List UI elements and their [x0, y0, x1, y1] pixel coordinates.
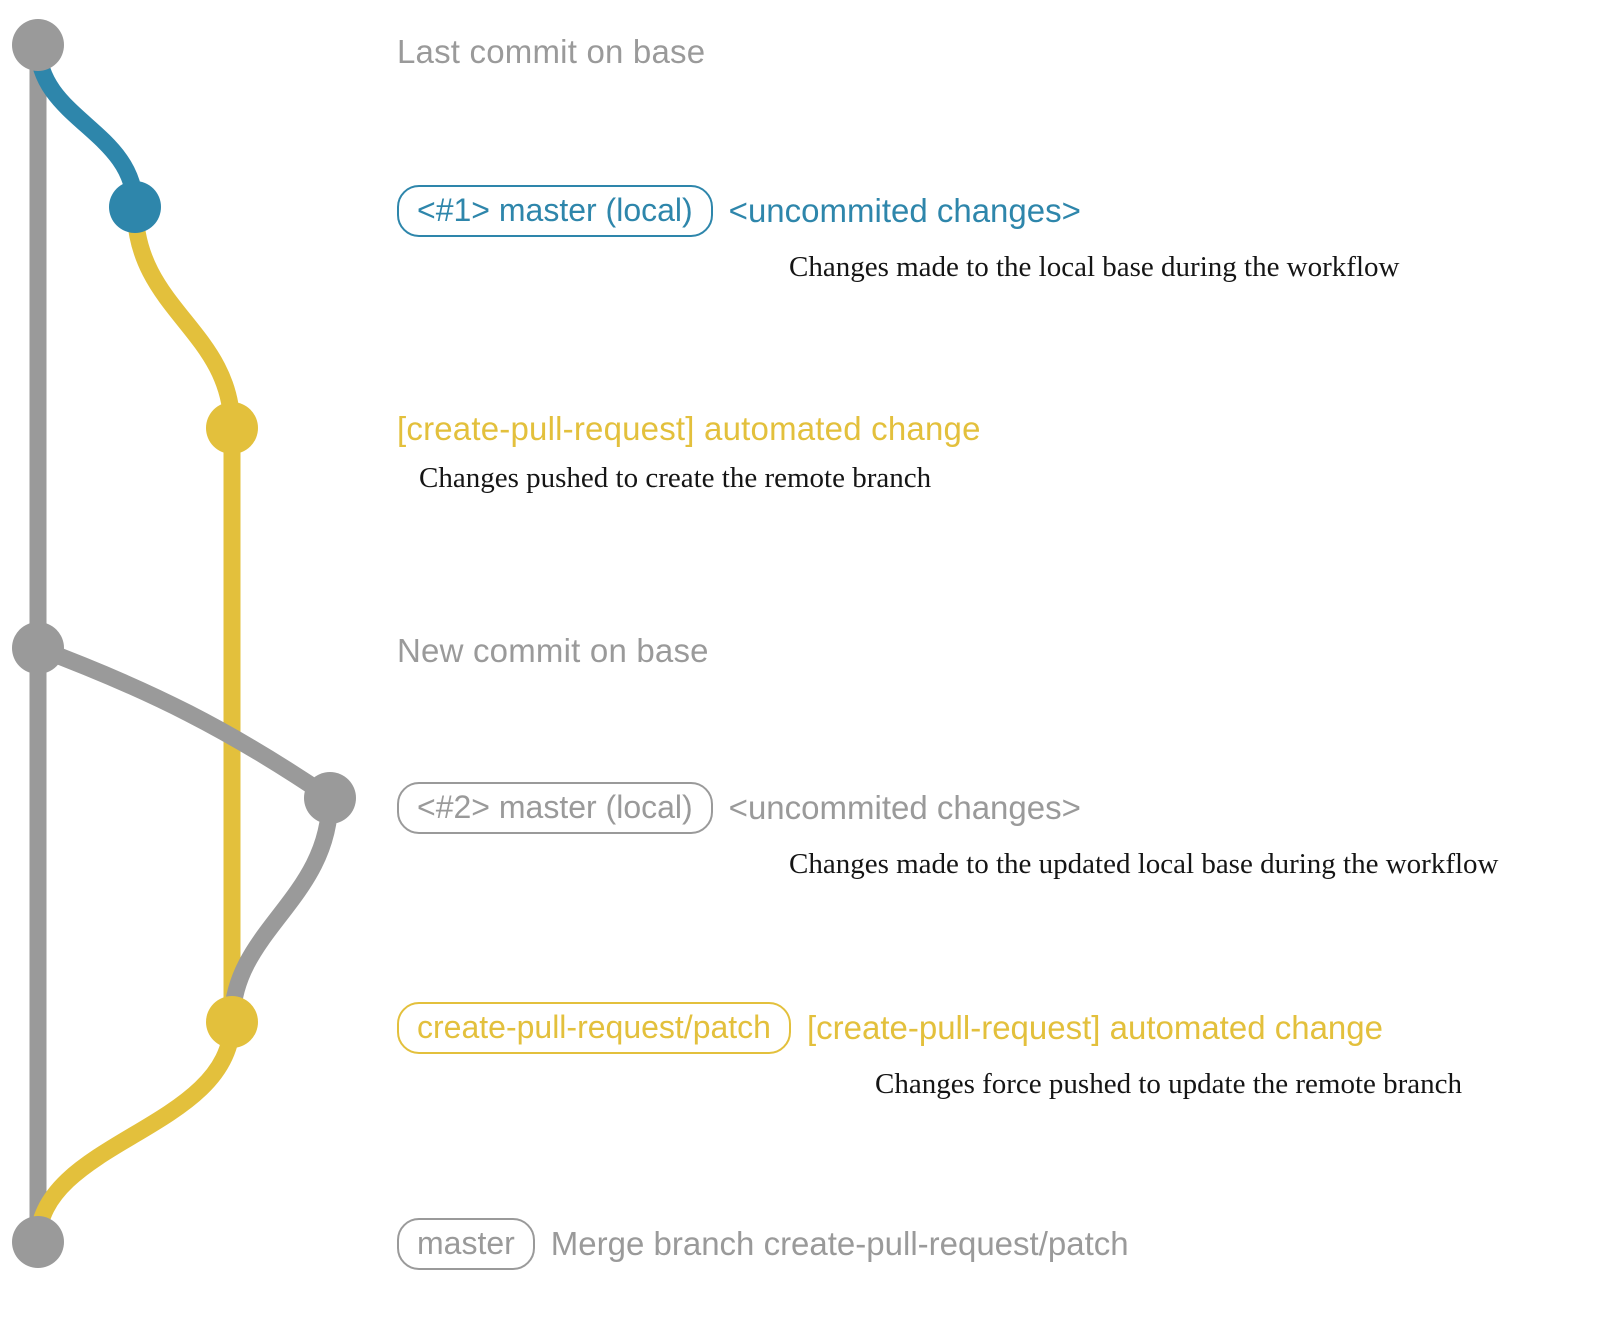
commit-subject: <uncommited changes>: [728, 192, 1081, 229]
commit-node-new-commit-on-base[interactable]: [12, 622, 64, 674]
commit-subject: [create-pull-request] automated change: [397, 410, 981, 447]
commit-node-automated-change-2[interactable]: [206, 996, 258, 1048]
commit-row-automated-change-2: create-pull-request/patch [create-pull-r…: [397, 1002, 1462, 1101]
commit-row-merge-commit: master Merge branch create-pull-request/…: [397, 1218, 1129, 1270]
ref-badge-master[interactable]: master: [397, 1218, 535, 1270]
branch-line-local-2: [29, 639, 339, 807]
commit-node-last-commit-on-base[interactable]: [12, 19, 64, 71]
commit-row-master-local-1: <#1> master (local) <uncommited changes>…: [397, 185, 1399, 284]
branch-line-local-2-to-patch: [223, 789, 339, 1031]
commit-row-master-local-2: <#2> master (local) <uncommited changes>…: [397, 782, 1499, 881]
commit-node-master-local-1[interactable]: [109, 181, 161, 233]
commit-description: Changes pushed to create the remote bran…: [419, 462, 932, 494]
commit-subject: <uncommited changes>: [728, 789, 1081, 826]
git-graph: [12, 19, 356, 1268]
badge-line: <#1> master (local) <uncommited changes>: [397, 185, 1399, 237]
badge-line: create-pull-request/patch [create-pull-r…: [397, 1002, 1462, 1054]
badge-line: <#2> master (local) <uncommited changes>: [397, 782, 1499, 834]
commit-subject: Merge branch create-pull-request/patch: [550, 1225, 1129, 1262]
commit-node-master-local-2[interactable]: [304, 772, 356, 824]
commit-description: Changes made to the updated local base d…: [789, 848, 1499, 880]
commit-description: Changes made to the local base during th…: [789, 251, 1400, 283]
commit-node-merge-commit[interactable]: [12, 1216, 64, 1268]
ref-badge-create-pull-request-patch[interactable]: create-pull-request/patch: [397, 1002, 791, 1054]
branch-line-patch-1: [126, 198, 241, 437]
badge-line: master Merge branch create-pull-request/…: [397, 1218, 1129, 1270]
commit-row-last-commit-on-base: Last commit on base: [397, 33, 705, 71]
ref-badge-master-local-1[interactable]: <#1> master (local): [397, 185, 713, 237]
branch-line-patch-merge: [29, 1013, 241, 1251]
ref-badge-master-local-2[interactable]: <#2> master (local): [397, 782, 713, 834]
commit-description: Changes force pushed to update the remot…: [875, 1068, 1463, 1100]
commit-row-new-commit-on-base: New commit on base: [397, 632, 709, 670]
commit-row-automated-change-1: [create-pull-request] automated change C…: [397, 410, 981, 495]
commit-subject: New commit on base: [397, 632, 709, 669]
commit-subject: Last commit on base: [397, 33, 706, 70]
commit-node-automated-change-1[interactable]: [206, 402, 258, 454]
commit-subject: [create-pull-request] automated change: [806, 1009, 1383, 1046]
